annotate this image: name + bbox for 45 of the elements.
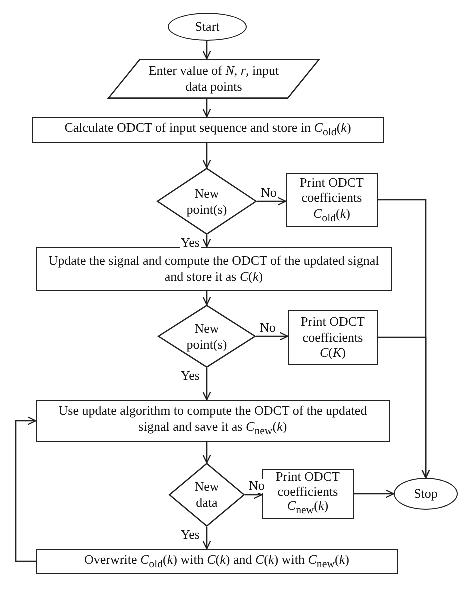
process-text: Print ODCT coefficients C$_{old}$(k) bbox=[299, 174, 365, 226]
process-text: Print ODCT coefficients C$_{new}$(k) bbox=[275, 470, 341, 518]
arrow bbox=[202, 235, 212, 248]
process-box bbox=[36, 400, 390, 442]
process-box bbox=[36, 247, 392, 291]
arrow bbox=[202, 41, 212, 60]
process-text: Update the signal and compute the ODCT of the updated signal and store it as C(k) bbox=[48, 253, 380, 285]
arrow bbox=[245, 490, 263, 500]
terminal-ellipse bbox=[168, 13, 247, 41]
process-box bbox=[286, 173, 378, 227]
decision-diamond bbox=[158, 305, 256, 368]
arrow bbox=[202, 442, 212, 464]
process-text: Print ODCT coefficients C(K) bbox=[300, 314, 366, 361]
terminal-text: Start bbox=[195, 19, 220, 35]
decision-text: New data bbox=[194, 479, 220, 511]
decision-diamond bbox=[157, 168, 257, 235]
arrow bbox=[202, 291, 212, 306]
decision-text: New point(s) bbox=[186, 320, 228, 352]
input-parallelogram bbox=[108, 59, 320, 99]
process-box bbox=[288, 310, 378, 365]
terminal-ellipse bbox=[394, 478, 458, 510]
arrow bbox=[202, 368, 212, 401]
decision-text: New point(s) bbox=[186, 186, 228, 218]
arrow bbox=[257, 197, 287, 206]
edge-label: Yes bbox=[180, 236, 201, 250]
arrow bbox=[202, 143, 212, 169]
arrow bbox=[354, 490, 395, 498]
edge-label: No bbox=[260, 186, 278, 200]
arrow bbox=[256, 332, 289, 341]
process-box bbox=[32, 117, 384, 143]
arrow bbox=[15, 416, 37, 562]
edge-label: No bbox=[259, 320, 277, 335]
input-text: Enter value of N, r, input data points bbox=[148, 63, 280, 95]
process-box bbox=[36, 549, 398, 574]
edge-label: No bbox=[248, 479, 266, 494]
arrow bbox=[202, 99, 212, 118]
arrow bbox=[202, 527, 212, 550]
process-text: Overwrite C$_{old}$(k) with C(k) and C(k) with C$_{new}$(k) bbox=[84, 552, 350, 572]
process-text: Use update algorithm to compute the ODCT of the updated signal and save it as C$_{new}$(k) bbox=[58, 403, 368, 439]
arrow bbox=[378, 336, 430, 479]
decision-diamond bbox=[169, 463, 245, 527]
terminal-text: Stop bbox=[414, 486, 438, 502]
edge-label: Yes bbox=[180, 528, 201, 542]
process-text: Calculate ODCT of input sequence and store in C$_{old}$(k) bbox=[64, 120, 352, 140]
edge-label: Yes bbox=[180, 369, 201, 384]
